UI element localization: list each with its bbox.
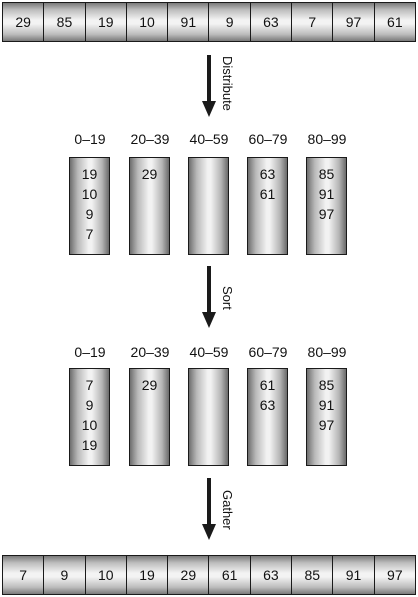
output-cell: 97 [374, 556, 415, 594]
input-array: 29 85 19 10 91 9 63 7 97 61 [2, 2, 416, 42]
output-cell: 10 [85, 556, 127, 594]
distributed-bucket [188, 157, 229, 255]
bucket-value: 9 [85, 397, 94, 413]
sorted-bucket: 7 9 10 19 [69, 368, 110, 466]
bucket-value: 85 [318, 166, 335, 182]
sorted-bucket: 29 [129, 368, 170, 466]
distributed-bucket: 63 61 [247, 157, 288, 255]
range-label: 60–79 [248, 344, 288, 360]
range-label: 80–99 [307, 131, 347, 147]
bucket-value: 10 [81, 417, 98, 433]
input-cell: 10 [126, 3, 169, 41]
output-cell: 7 [3, 556, 45, 594]
bucket-value: 7 [85, 377, 94, 393]
distribute-arrow-icon [202, 55, 216, 119]
sort-step-label: Sort [220, 286, 235, 310]
bucket-value: 19 [81, 437, 98, 453]
bucket-value: 19 [81, 166, 98, 182]
sort-arrow-icon [202, 266, 216, 330]
range-label: 20–39 [130, 344, 170, 360]
bucket-value: 85 [318, 377, 335, 393]
output-array: 7 9 10 19 29 61 63 85 91 97 [2, 555, 416, 595]
bucket-value: 9 [85, 206, 94, 222]
bucket-value: 61 [259, 186, 276, 202]
range-label: 40–59 [189, 344, 229, 360]
bucket-value: 61 [259, 377, 276, 393]
bucket-value: 91 [318, 186, 335, 202]
bucket-value: 63 [259, 397, 276, 413]
bucket-value: 7 [85, 226, 94, 242]
input-cell: 85 [44, 3, 86, 41]
input-cell: 63 [250, 3, 293, 41]
range-label: 60–79 [248, 131, 288, 147]
output-cell: 61 [209, 556, 251, 594]
output-cell: 91 [333, 556, 375, 594]
sorted-bucket [188, 368, 229, 466]
range-label: 80–99 [307, 344, 347, 360]
sorted-bucket: 85 91 97 [306, 368, 347, 466]
bucket-value: 29 [141, 166, 158, 182]
input-cell: 29 [3, 3, 45, 41]
input-cell: 97 [333, 3, 375, 41]
output-cell: 85 [292, 556, 334, 594]
distribute-step-label: Distribute [220, 56, 235, 111]
output-cell: 29 [168, 556, 210, 594]
sorted-bucket: 61 63 [247, 368, 288, 466]
distributed-range-row: 0–19 20–39 40–59 60–79 80–99 [0, 131, 418, 149]
sorted-range-row: 0–19 20–39 40–59 60–79 80–99 [0, 344, 418, 362]
distributed-bucket: 85 91 97 [306, 157, 347, 255]
bucket-value: 97 [318, 206, 335, 222]
input-cell: 19 [85, 3, 127, 41]
bucket-value: 29 [141, 377, 158, 393]
output-cell: 9 [44, 556, 86, 594]
gather-arrow-icon [202, 478, 216, 542]
range-label: 20–39 [130, 131, 170, 147]
input-cell: 91 [168, 3, 210, 41]
distributed-bucket: 19 10 9 7 [69, 157, 110, 255]
distributed-bucket: 29 [129, 157, 170, 255]
bucket-value: 10 [81, 186, 98, 202]
range-label: 0–19 [74, 131, 106, 147]
output-cell: 63 [250, 556, 293, 594]
bucket-value: 63 [259, 166, 276, 182]
bucket-value: 91 [318, 397, 335, 413]
gather-step-label: Gather [220, 490, 235, 530]
range-label: 0–19 [74, 344, 106, 360]
input-cell: 61 [374, 3, 415, 41]
range-label: 40–59 [189, 131, 229, 147]
input-cell: 9 [209, 3, 251, 41]
output-cell: 19 [126, 556, 169, 594]
input-cell: 7 [292, 3, 334, 41]
bucket-value: 97 [318, 417, 335, 433]
